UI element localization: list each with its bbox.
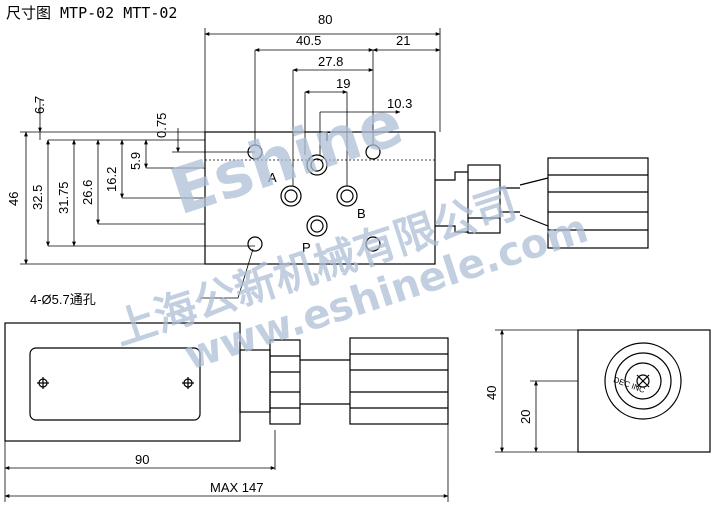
dim-40: 40 [484,386,499,400]
end-knob [604,342,682,420]
port-t [306,154,328,176]
dim-21: 21 [396,33,410,48]
drawing-title: 尺寸图 MTP-02 MTT-02 [6,4,178,22]
mount-hole-br [365,236,381,252]
side-slot [29,347,201,421]
dim-31-75: 31.75 [56,181,71,214]
top-dimension-texts: 80 40.5 21 27.8 19 10.3 6.7 0.75 46 32.5… [6,12,412,307]
port-b [336,185,358,207]
end-dimensions [495,329,578,453]
port-p [306,215,328,237]
watermark-brand: Eshine [162,86,411,230]
mount-hole-bl [247,236,263,252]
holes-note: 4-Ø5.7通孔 [30,292,96,307]
top-knob [547,157,649,249]
watermark: Eshine 上海公新机械有限公司 www.eshinele.com [108,86,594,379]
port-label-b: B [357,206,366,221]
dim-19: 19 [336,76,350,91]
side-view [4,322,449,442]
dim-80: 80 [318,12,332,27]
dim-16-2: 16.2 [104,167,119,192]
top-dimensions [20,28,441,299]
port-label-p: P [302,240,311,255]
dim-90: 90 [135,452,149,467]
dim-6-7: 6.7 [32,96,47,114]
side-knob [349,337,449,425]
dim-46: 46 [6,192,21,206]
dim-40-5: 40.5 [296,33,321,48]
dim-26-6: 26.6 [80,180,95,205]
dim-5-9: 5.9 [128,152,143,170]
port-label-t: T [323,129,331,144]
dim-20: 20 [518,410,533,424]
dim-0-75: 0.75 [154,113,169,138]
top-hex-nut [467,164,501,234]
side-hex-nut [269,339,301,425]
dim-32-5: 32.5 [30,185,45,210]
dim-10-3: 10.3 [387,96,412,111]
end-body [577,329,711,453]
port-label-a: A [268,170,277,185]
port-a [280,185,302,207]
side-dimensions [4,424,449,502]
end-view [577,329,711,453]
dim-max-147: MAX 147 [210,480,263,495]
dim-27-8: 27.8 [318,54,343,69]
